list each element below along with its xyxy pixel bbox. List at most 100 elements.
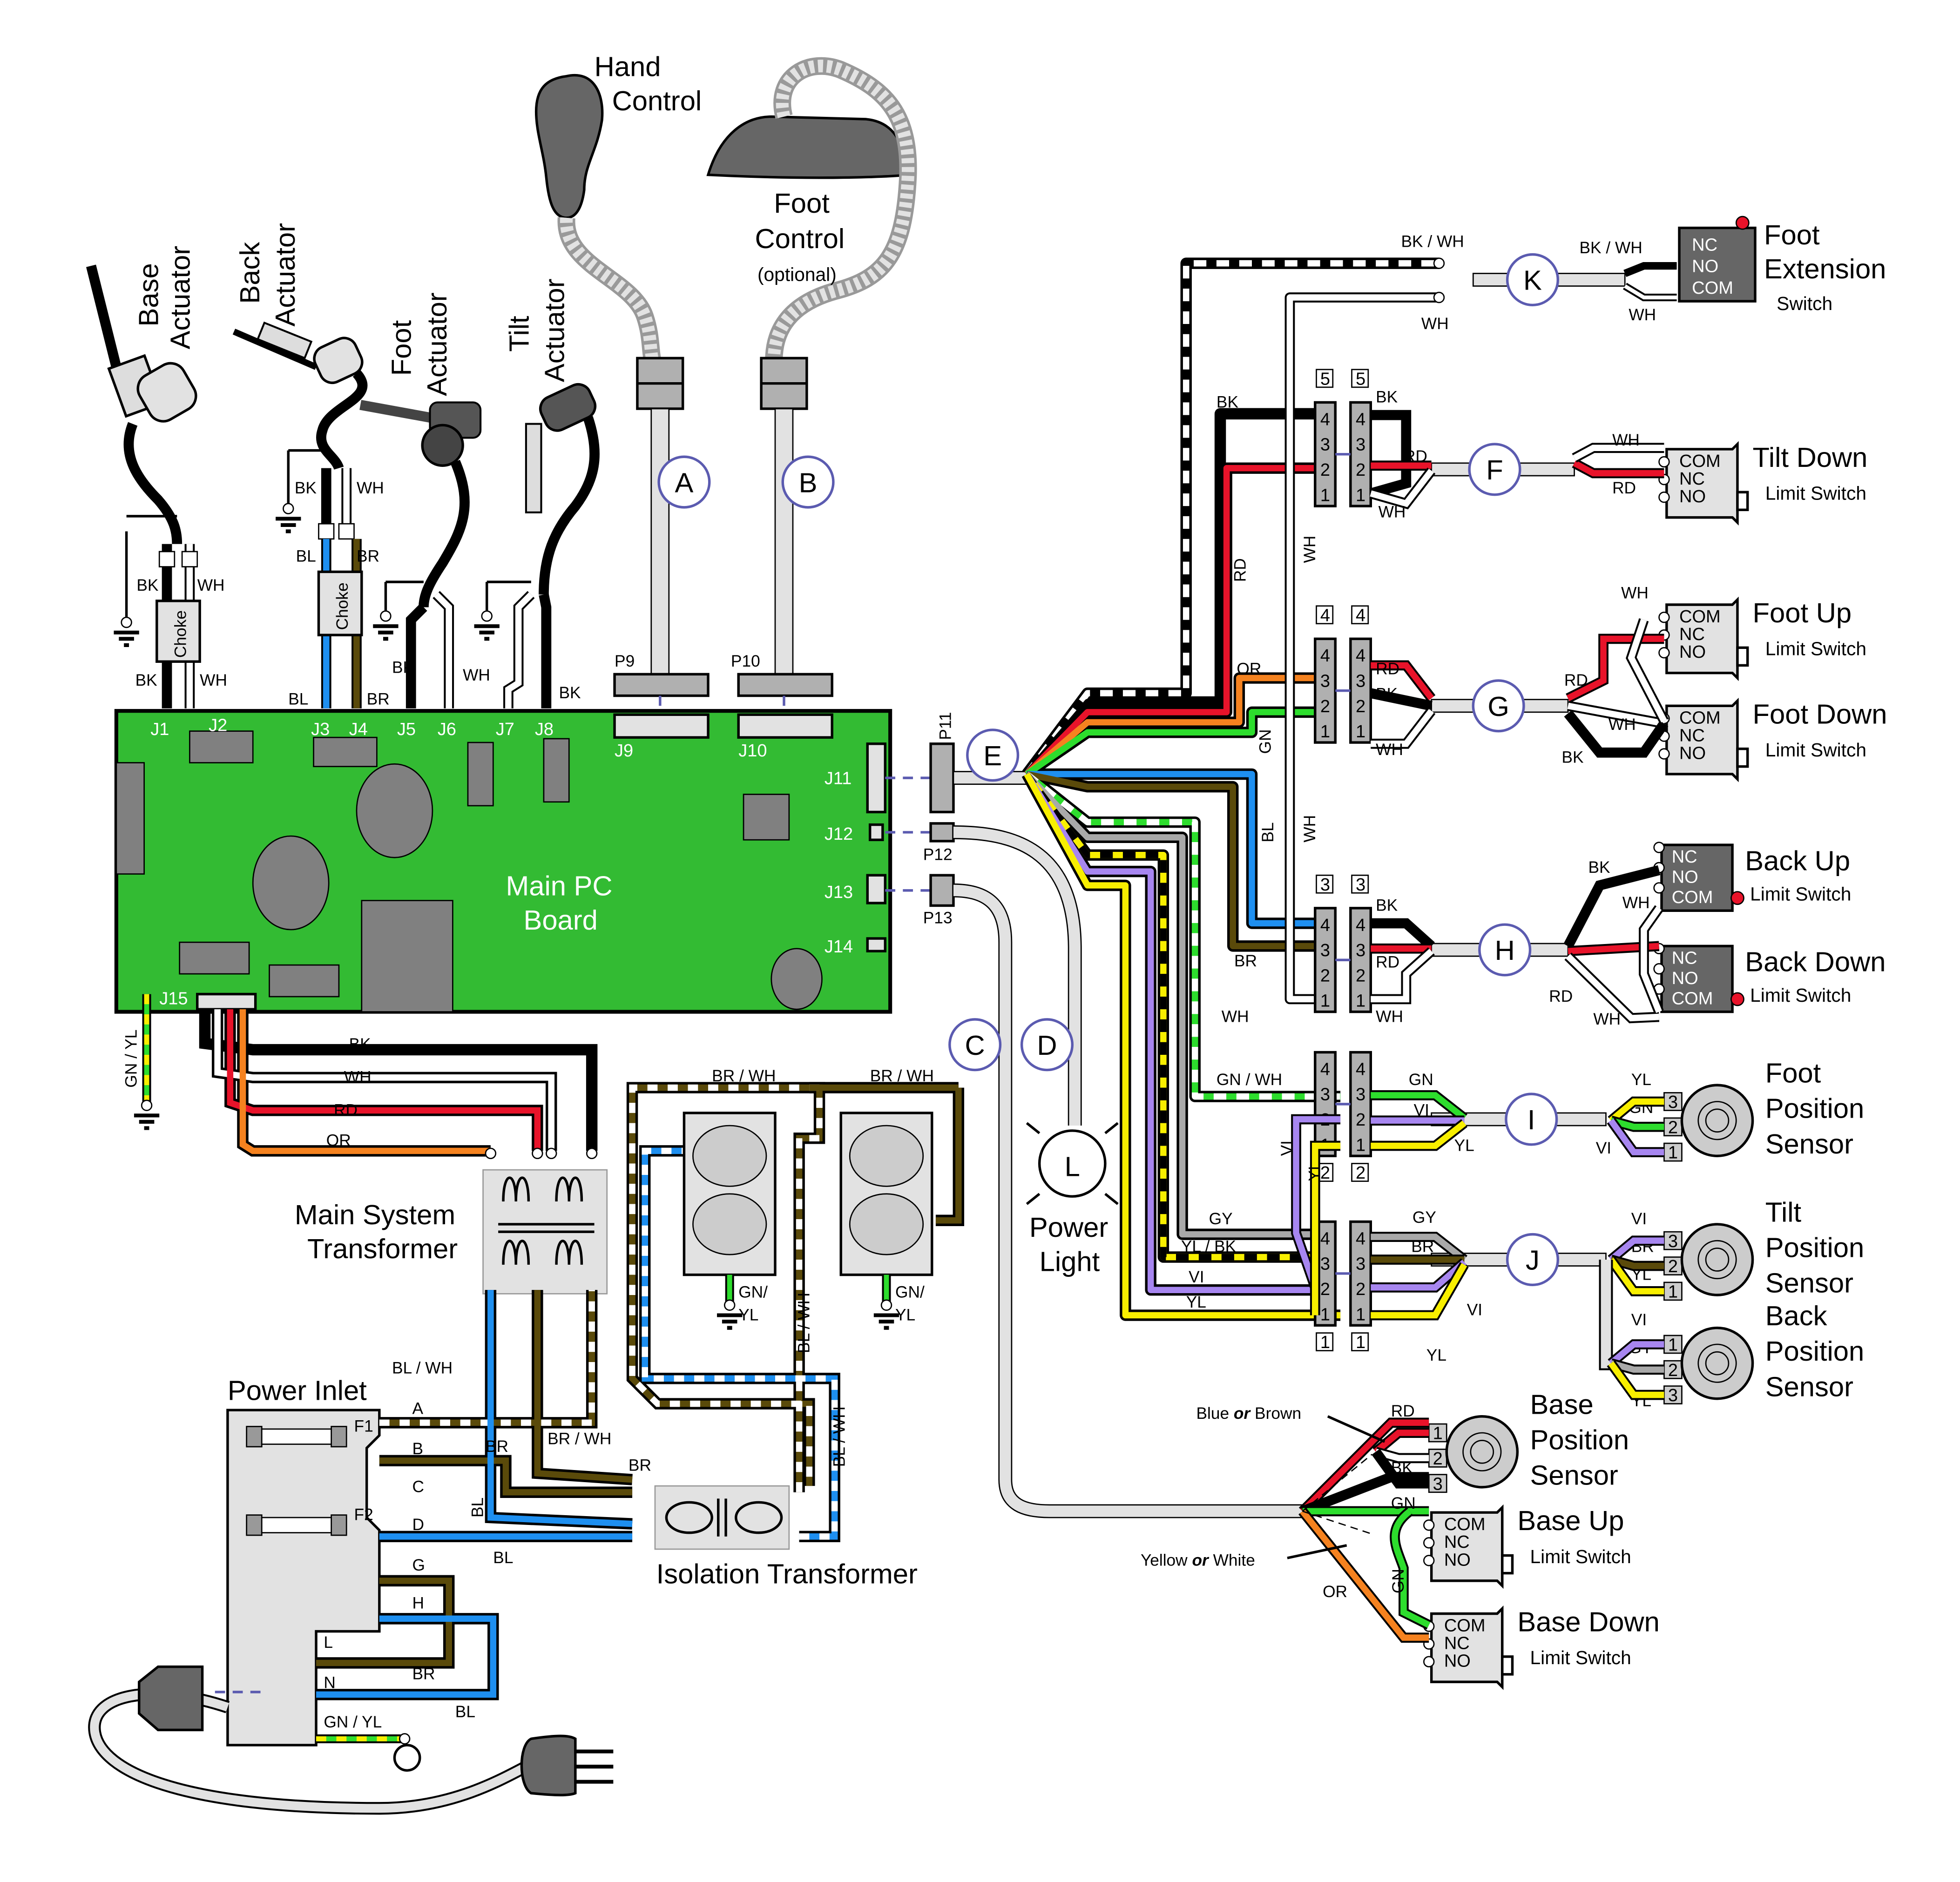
svg-text:1: 1 <box>1356 1135 1365 1155</box>
svg-text:H: H <box>412 1594 424 1612</box>
svg-text:NO: NO <box>1444 1550 1471 1570</box>
svg-text:NO: NO <box>1679 487 1706 506</box>
svg-text:COM: COM <box>1672 888 1713 907</box>
svg-text:NC: NC <box>1672 847 1697 867</box>
plug-p9[interactable] <box>613 673 710 697</box>
svg-text:GY: GY <box>1209 1210 1233 1228</box>
svg-text:Sensor: Sensor <box>1765 1268 1853 1299</box>
connector-j10[interactable] <box>737 713 833 739</box>
svg-text:Extension: Extension <box>1764 253 1886 284</box>
svg-text:Position: Position <box>1765 1093 1865 1124</box>
svg-text:L: L <box>1065 1151 1080 1182</box>
connector-j13[interactable] <box>866 874 887 904</box>
power-light: L Power Light <box>1026 1122 1119 1277</box>
svg-text:COM: COM <box>1444 1515 1486 1534</box>
connector-tag: 4 <box>1356 606 1365 625</box>
svg-text:P10: P10 <box>731 652 760 670</box>
svg-text:RD: RD <box>1404 447 1427 465</box>
svg-text:D: D <box>1037 1030 1057 1061</box>
svg-text:A: A <box>675 467 693 498</box>
svg-text:3: 3 <box>1668 1386 1678 1405</box>
connector-block[interactable] <box>1314 1051 1337 1157</box>
svg-text:Switch: Switch <box>1777 293 1832 314</box>
svg-text:P11: P11 <box>937 712 955 740</box>
svg-text:1: 1 <box>1356 486 1365 505</box>
tilt-actuator: Tilt Actuator <box>503 278 600 595</box>
connector-j14[interactable] <box>866 937 887 952</box>
svg-text:1: 1 <box>1320 486 1330 505</box>
connector-tag: 3 <box>1320 875 1330 895</box>
back-down-limit-switch[interactable] <box>1660 944 1734 1013</box>
plugs-right: P11 P12 P13 E C D <box>885 712 1303 1518</box>
svg-text:WH: WH <box>1222 1007 1249 1025</box>
connector-block[interactable] <box>1349 637 1372 744</box>
svg-text:J2: J2 <box>209 716 227 735</box>
connector-j15[interactable] <box>196 992 257 1011</box>
svg-text:Choke: Choke <box>171 610 189 658</box>
right-side-devices: FGHIJBKRDWHRDBKWHBKRDWHGNVIYLGYBRVIYLVIY… <box>1278 388 1887 1690</box>
svg-text:BL / WH: BL / WH <box>830 1406 848 1467</box>
svg-text:2: 2 <box>1356 460 1365 480</box>
base-up-limit-switch[interactable] <box>1430 1504 1504 1589</box>
svg-text:BR / WH: BR / WH <box>547 1430 611 1448</box>
svg-text:2: 2 <box>1668 1361 1678 1380</box>
svg-text:F1: F1 <box>354 1417 373 1435</box>
svg-text:WH: WH <box>1612 431 1640 449</box>
svg-text:BK: BK <box>1588 858 1610 877</box>
svg-text:RD: RD <box>334 1101 358 1119</box>
foot-down-limit-switch[interactable] <box>1665 697 1739 782</box>
plug-p12[interactable] <box>929 822 955 843</box>
lamp-icon <box>1038 1129 1107 1198</box>
plug-p10[interactable] <box>737 673 833 697</box>
foot-up-limit-switch[interactable] <box>1665 596 1739 681</box>
plug-p13[interactable] <box>929 874 955 907</box>
wall-plug-icon <box>520 1734 577 1796</box>
svg-text:YL: YL <box>1454 1136 1474 1154</box>
svg-text:NC: NC <box>1679 726 1705 745</box>
connector-j9[interactable] <box>613 713 710 739</box>
svg-text:GN: GN <box>1391 1494 1416 1512</box>
svg-text:BK / WH: BK / WH <box>1401 232 1464 250</box>
svg-text:J3: J3 <box>311 720 330 739</box>
svg-text:WH: WH <box>1421 315 1449 333</box>
connector-tag: 4 <box>1320 606 1330 625</box>
svg-text:OR: OR <box>1237 660 1261 678</box>
svg-text:J13: J13 <box>825 883 853 902</box>
svg-text:Base Up: Base Up <box>1517 1505 1624 1536</box>
svg-text:GN: GN <box>1409 1071 1433 1089</box>
tilt-down-limit-switch[interactable] <box>1665 441 1739 526</box>
back-up-limit-switch[interactable] <box>1660 843 1734 912</box>
svg-text:NC: NC <box>1692 235 1717 255</box>
svg-text:Limit Switch: Limit Switch <box>1530 1546 1631 1567</box>
svg-text:YL: YL <box>738 1306 758 1324</box>
svg-text:BK: BK <box>1376 685 1398 703</box>
connector-j11[interactable] <box>866 742 887 814</box>
svg-text:1: 1 <box>1668 1143 1678 1163</box>
svg-text:NC: NC <box>1444 1532 1470 1552</box>
svg-text:WH: WH <box>344 1068 372 1086</box>
svg-text:WH: WH <box>1621 584 1649 602</box>
foot-extension-switch[interactable] <box>1678 226 1757 303</box>
svg-text:BK: BK <box>1217 393 1239 411</box>
svg-text:4: 4 <box>1320 410 1330 429</box>
connector-j12[interactable] <box>868 823 884 841</box>
svg-text:1: 1 <box>1433 1424 1443 1444</box>
plug-p11[interactable] <box>929 742 955 814</box>
svg-text:VI: VI <box>1189 1268 1204 1286</box>
motor-icon <box>313 337 364 384</box>
svg-text:1: 1 <box>1356 992 1365 1011</box>
connector-blocks: 4321543215432144321443213432134321243212… <box>1314 369 1372 1352</box>
svg-text:BK: BK <box>1561 749 1584 767</box>
svg-text:Back Down: Back Down <box>1745 946 1886 978</box>
cable-a: A P9 <box>613 357 711 731</box>
svg-text:B: B <box>799 467 818 498</box>
tilt-position-sensor <box>1680 1223 1754 1296</box>
base-down-limit-switch[interactable] <box>1430 1605 1504 1690</box>
svg-text:2: 2 <box>1668 1118 1678 1137</box>
svg-text:WH: WH <box>1622 894 1650 912</box>
svg-text:B: B <box>412 1440 423 1458</box>
main-pc-board: Main PC Board J1 J2 J3 J4 J5 J6 J7 J8 J9… <box>114 709 892 1014</box>
